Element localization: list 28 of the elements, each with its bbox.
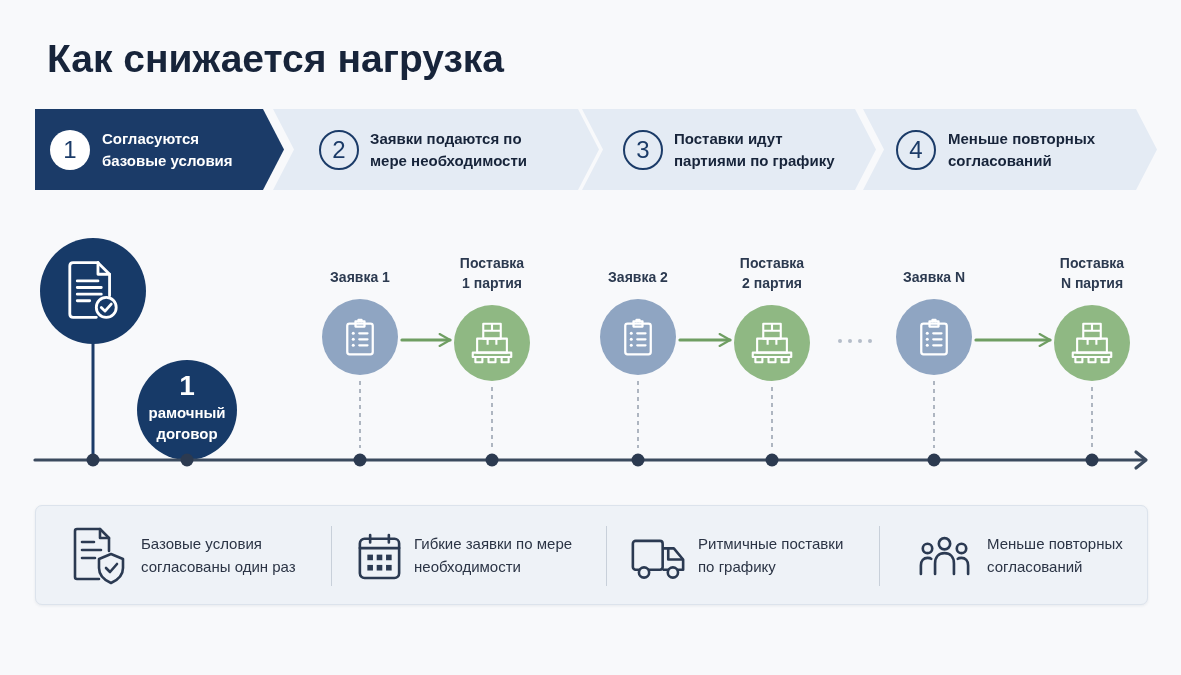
- arrow: [974, 332, 1052, 348]
- step-banner: [863, 109, 1157, 190]
- circle-caption: Поставка N партия: [1058, 254, 1126, 293]
- step-text: Согласуются базовые условия: [102, 128, 234, 171]
- step-number: 3: [623, 129, 663, 170]
- title: Как снижается нагрузка: [47, 36, 504, 82]
- circle-caption: Заявка 1: [330, 268, 390, 287]
- benefit-text: Гибкие заявки по мере необходимости: [414, 534, 574, 577]
- arrow: [678, 332, 732, 348]
- circle-caption: Заявка N: [902, 268, 966, 287]
- step-text: Поставки идут партиями по графику: [674, 128, 836, 171]
- milestone-text: рамочный договор: [147, 403, 227, 444]
- circle-caption: Заявка 2: [608, 268, 668, 287]
- circle-caption: Поставка 1 партия: [458, 254, 526, 293]
- benefit-text: Меньше повторных согласований: [987, 534, 1124, 577]
- step-number: 2: [319, 129, 359, 170]
- step-banner: [35, 109, 284, 190]
- step-number: 4: [896, 129, 936, 170]
- step-banner: [273, 109, 599, 190]
- arrow: [400, 332, 452, 348]
- step-banner: [582, 109, 876, 190]
- benefit-text: Ритмичные поставки по графику: [698, 534, 845, 577]
- circle-caption: Поставка 2 партия: [738, 254, 806, 293]
- summary-panel: [35, 505, 1148, 605]
- benefit-text: Базовые условия согласованы один раз: [141, 534, 297, 577]
- step-text: Меньше повторных согласований: [948, 128, 1097, 171]
- step-text: Заявки подаются по мере необходимости: [370, 128, 529, 171]
- milestone-number: 1: [179, 370, 195, 402]
